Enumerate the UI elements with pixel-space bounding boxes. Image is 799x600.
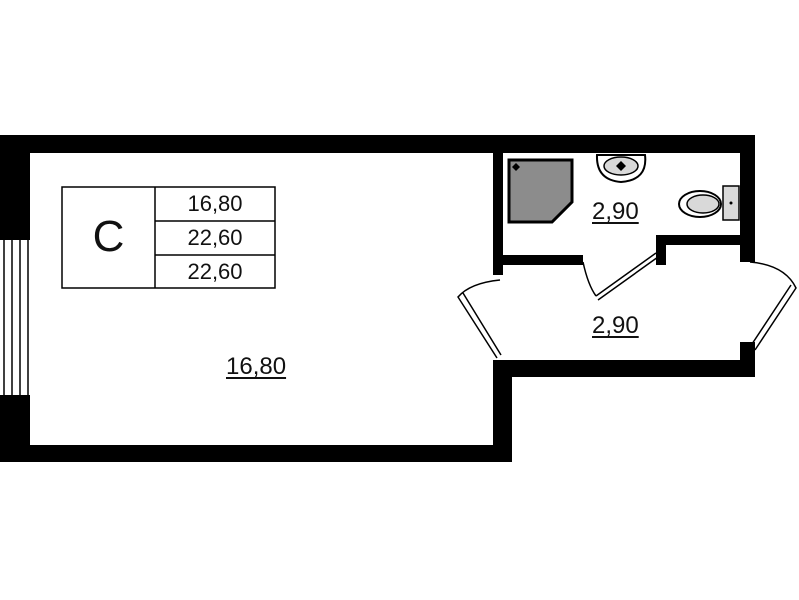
bay-windows — [457, 261, 797, 359]
bathroom-area: 2,90 — [592, 198, 639, 225]
walls — [0, 135, 755, 462]
legend-value-1: 16,80 — [187, 191, 243, 216]
hall-area: 2,90 — [592, 312, 639, 339]
legend-table — [61, 186, 276, 289]
legend-value-2: 22,60 — [187, 225, 243, 250]
living-room-area: 16,80 — [226, 353, 287, 380]
toilet-icon — [678, 185, 740, 221]
sink-icon — [595, 154, 647, 184]
window-left — [0, 240, 30, 395]
legend-value-3: 22,60 — [187, 259, 243, 284]
shower-tray — [507, 158, 574, 224]
door — [582, 252, 659, 301]
shower-drain-icon — [512, 163, 520, 171]
legend-room-type: C — [92, 212, 125, 261]
